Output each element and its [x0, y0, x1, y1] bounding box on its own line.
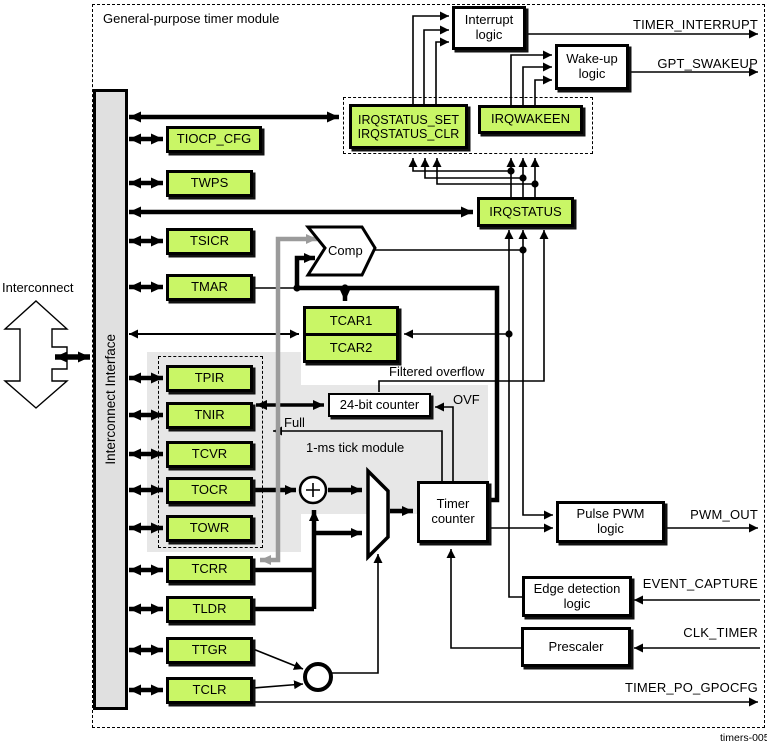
- register-tcar-stack: TCAR1 TCAR2: [303, 306, 399, 363]
- comp-shape: [304, 225, 377, 277]
- register-tiocp-cfg: TIOCP_CFG: [166, 126, 262, 153]
- register-tmar: TMAR: [166, 274, 253, 301]
- signal-clk-timer: CLK_TIMER: [683, 625, 758, 640]
- register-tcar1: TCAR1: [329, 312, 373, 328]
- register-ttgr: TTGR: [166, 637, 253, 664]
- register-tcvr: TCVR: [166, 441, 253, 468]
- register-tcrr: TCRR: [166, 556, 253, 583]
- diagram-title: General-purpose timer module: [103, 11, 280, 26]
- irq-register-group-box: [343, 97, 593, 154]
- ovf-label: OVF: [453, 392, 480, 407]
- register-bus-arrows: [129, 111, 473, 696]
- gray-feedback-path: [260, 234, 317, 565]
- interconnect-label: Interconnect: [2, 280, 74, 295]
- register-irqstatus-set-clr: IRQSTATUS_SET IRQSTATUS_CLR: [349, 104, 468, 149]
- register-tclr: TCLR: [166, 677, 253, 704]
- block-prescaler: Prescaler: [521, 627, 631, 667]
- register-twps: TWPS: [166, 170, 253, 197]
- block-timer-counter: Timer counter: [417, 481, 489, 543]
- register-tnir: TNIR: [166, 402, 253, 429]
- register-tcar2: TCAR2: [329, 339, 373, 355]
- block-24bit-counter: 24-bit counter: [328, 393, 431, 417]
- signal-event-capture: EVENT_CAPTURE: [642, 576, 758, 591]
- signal-timer-interrupt: TIMER_INTERRUPT: [632, 17, 758, 32]
- tcar-divider: [306, 333, 396, 336]
- tick-module-label: 1-ms tick module: [306, 440, 405, 455]
- signal-pwm-out: PWM_OUT: [690, 507, 758, 522]
- register-tldr: TLDR: [166, 596, 253, 623]
- block-wakeup-logic: Wake-up logic: [555, 44, 629, 90]
- interconnect-interface-bar: Interconnect Interface: [93, 89, 128, 710]
- block-edge-detection-logic: Edge detection logic: [522, 576, 632, 617]
- register-tpir: TPIR: [166, 365, 253, 392]
- full-label: Full: [284, 415, 305, 430]
- signal-gpt-swakeup: GPT_SWAKEUP: [657, 56, 758, 71]
- signal-timer-po-gpocfg: TIMER_PO_GPOCFG: [624, 680, 758, 695]
- comp-label: Comp: [328, 243, 363, 258]
- module-boundary: [92, 4, 765, 728]
- junction-dots: [293, 167, 539, 338]
- figure-number: timers-005: [720, 732, 767, 744]
- mux-shape: [366, 466, 390, 562]
- interconnect-interface-label: Interconnect Interface: [102, 334, 118, 465]
- trigger-gate-shape: [303, 662, 333, 692]
- register-irqstatus: IRQSTATUS: [477, 197, 574, 227]
- adder-plus-icon: [306, 483, 320, 497]
- filtered-overflow-label: Filtered overflow: [389, 364, 485, 379]
- register-towr: TOWR: [166, 515, 253, 542]
- register-irqwakeen: IRQWAKEEN: [478, 105, 583, 134]
- register-tocr: TOCR: [166, 477, 253, 504]
- block-interrupt-logic: Interrupt logic: [452, 6, 526, 50]
- block-pulse-pwm-logic: Pulse PWM logic: [556, 501, 665, 543]
- register-tsicr: TSICR: [166, 228, 253, 255]
- interconnect-arrow-shape: [3, 300, 69, 409]
